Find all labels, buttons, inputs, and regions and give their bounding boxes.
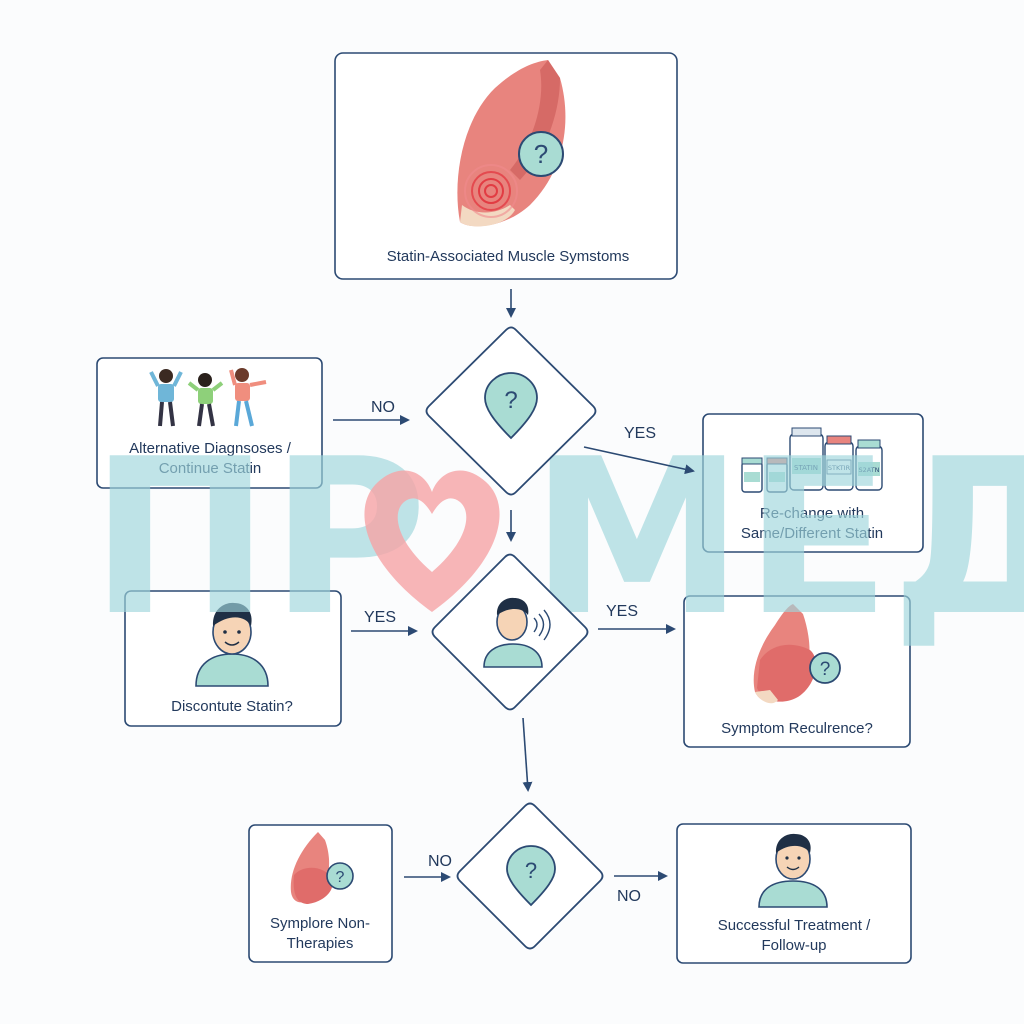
node-bottom-right: Successful Treatment / Follow-up xyxy=(676,823,912,964)
node-right2-label: Symptom Reculrence? xyxy=(721,720,873,737)
decision-diamond-2 xyxy=(431,553,589,711)
svg-text:?: ? xyxy=(820,659,831,680)
watermark-right: МЕД xyxy=(530,412,1024,663)
svg-text:?: ? xyxy=(534,139,548,169)
person-avatar-icon xyxy=(758,833,828,908)
bottle-label-4: STKTIR xyxy=(828,464,851,472)
node-left1-label-line1: Alternative Diagnsoses / xyxy=(129,440,292,457)
edge-label-no-left: NO xyxy=(371,399,395,416)
node-bottom-left-label-line2: Therapies xyxy=(287,935,354,952)
heart-icon xyxy=(364,470,500,612)
node-left2-label: Discontute Statin? xyxy=(171,698,293,715)
question-icon: ? xyxy=(518,131,564,177)
node-right1-label-line1: Re-change with xyxy=(760,505,864,522)
question-icon: ? xyxy=(326,862,354,890)
edge-label-yes-right2: YES xyxy=(606,603,638,620)
edge-label-no-bottom-left: NO xyxy=(428,853,452,870)
edge-decision2-to-decision3 xyxy=(522,717,533,792)
edge-label-yes-right: YES xyxy=(624,425,656,442)
node-right2: ? Symptom Reculrence? xyxy=(683,595,911,748)
node-left1: Alternative Diagnsoses / Continue Statin xyxy=(96,357,323,489)
people-icon xyxy=(149,368,267,427)
decision-diamond-1: ? xyxy=(425,326,597,496)
node-top-label: Statin-Associated Muscle Symstoms xyxy=(387,248,630,265)
node-left1-label-line2: Continue Statin xyxy=(159,460,262,477)
node-bottom-left-label-line1: Symplore Non- xyxy=(270,915,370,932)
bottle-label-5: S2ATN xyxy=(858,466,879,474)
edges xyxy=(333,289,695,882)
person-talking-icon xyxy=(483,597,551,668)
muscle-icon xyxy=(457,60,566,227)
muscle-icon xyxy=(290,832,333,904)
node-bottom-right-label-line1: Successful Treatment / xyxy=(718,917,871,934)
question-pin-icon: ? xyxy=(506,845,556,907)
node-bottom-right-label-line2: Follow-up xyxy=(761,937,826,954)
node-top: ? Statin-Associated Muscle Symstoms xyxy=(334,52,678,280)
node-left2: Discontute Statin? xyxy=(124,590,342,727)
edge-yes-right xyxy=(583,446,695,475)
node-bottom-left: ? Symplore Non- Therapies xyxy=(248,824,393,963)
question-pin-icon: ? xyxy=(484,372,538,440)
node-right1-label-line2: Same/Different Statin xyxy=(741,525,883,542)
svg-text:?: ? xyxy=(525,858,537,883)
pill-bottles-icon: STATIN STKTIR S2ATN xyxy=(741,427,883,493)
question-icon: ? xyxy=(809,652,841,684)
svg-text:?: ? xyxy=(504,387,517,414)
edge-label-no-bottom-right: NO xyxy=(617,888,641,905)
bottle-label-3: STATIN xyxy=(794,464,818,472)
node-right1: STATIN STKTIR S2ATN Re-change with Same/… xyxy=(702,413,924,553)
watermark: ПР МЕД xyxy=(90,412,1024,663)
svg-text:?: ? xyxy=(336,869,345,886)
edge-label-yes-left2: YES xyxy=(364,609,396,626)
muscle-icon xyxy=(753,604,816,704)
person-avatar-icon xyxy=(195,602,269,687)
decision-diamond-3: ? xyxy=(456,802,604,950)
